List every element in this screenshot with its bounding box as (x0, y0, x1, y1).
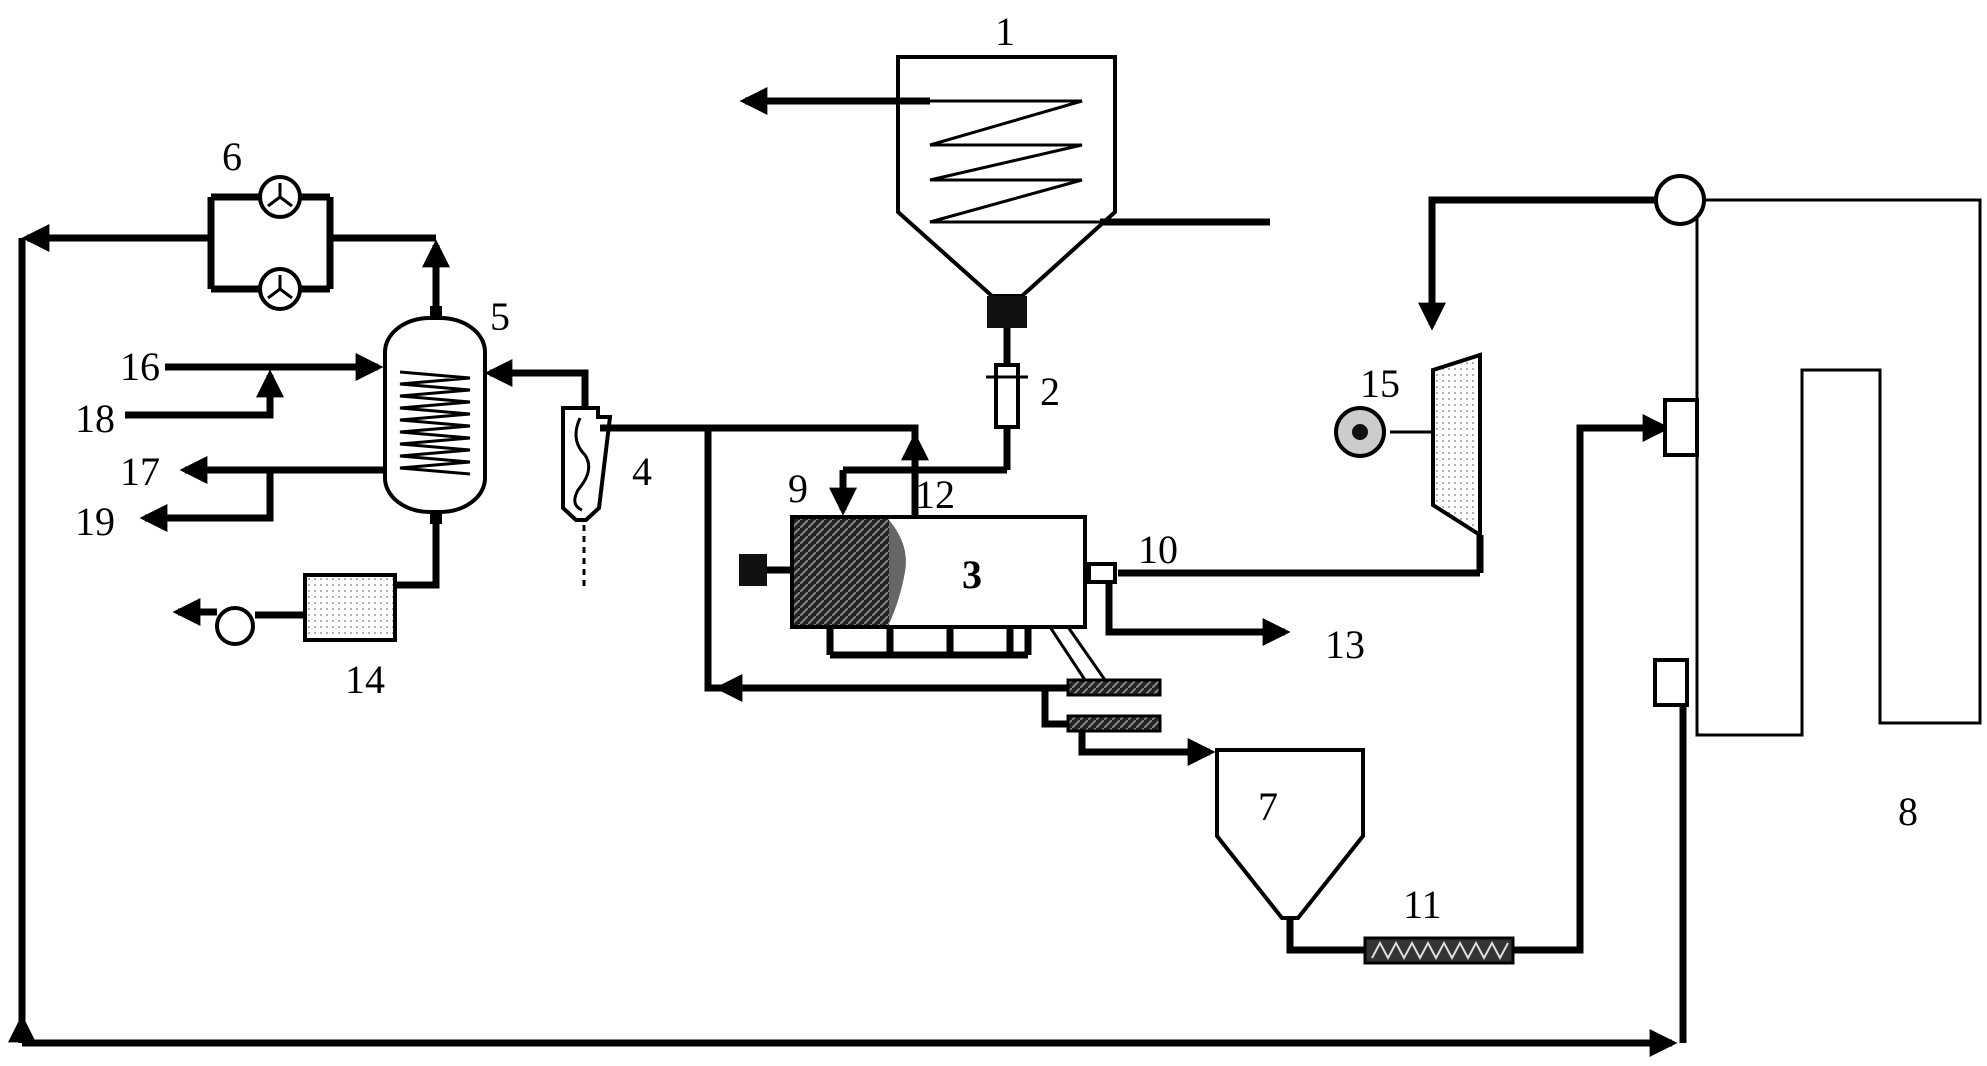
screw-conveyors (1041, 626, 1216, 766)
label-1: 1 (995, 9, 1015, 54)
label-18: 18 (75, 396, 115, 441)
conveyor-11 (1363, 414, 1671, 965)
reactor-3 (739, 515, 1087, 629)
label-16: 16 (120, 344, 160, 389)
label-3: 3 (962, 552, 982, 597)
label-13: 13 (1325, 622, 1365, 667)
boiler-8 (1653, 174, 1982, 1043)
condenser-top-to-fans (21, 193, 450, 306)
pump-icon (215, 606, 255, 646)
label-19: 19 (75, 499, 115, 544)
fan-6-top (258, 175, 302, 219)
fan-6-bottom (258, 267, 302, 311)
label-6: 6 (222, 134, 242, 179)
reactor-motor (739, 554, 767, 586)
cyclone-4 (561, 406, 613, 590)
hopper-1 (739, 55, 1270, 328)
recycle-loop-line (7, 238, 1678, 1057)
condenser-5 (383, 306, 487, 524)
labels: 1 2 3 4 5 6 7 8 9 10 11 12 13 14 15 16 1… (75, 9, 1918, 927)
label-9: 9 (788, 466, 808, 511)
label-4: 4 (632, 449, 652, 494)
cyclone-to-condenser-line (484, 359, 589, 408)
streams-17-19 (139, 456, 385, 532)
feeder-valve-2 (986, 328, 1028, 470)
label-10: 10 (1138, 527, 1178, 572)
label-11: 11 (1403, 882, 1442, 927)
reactor-bottom-outlets (826, 627, 1032, 659)
label-15: 15 (1360, 361, 1400, 406)
label-7: 7 (1258, 784, 1278, 829)
label-8: 8 (1898, 789, 1918, 834)
streams-16-18 (125, 353, 384, 419)
label-12: 12 (915, 472, 955, 517)
label-5: 5 (490, 294, 510, 339)
turbine-15 (1334, 196, 1656, 539)
label-14: 14 (345, 657, 385, 702)
valve-10-and-outlet-13 (1087, 535, 1484, 646)
hopper-outlet-valve (987, 296, 1027, 328)
steam-drum-icon (1654, 174, 1706, 226)
bin-7 (1215, 748, 1365, 954)
label-17: 17 (120, 449, 160, 494)
label-2: 2 (1040, 369, 1060, 414)
vacuum-unit-14 (172, 524, 440, 646)
